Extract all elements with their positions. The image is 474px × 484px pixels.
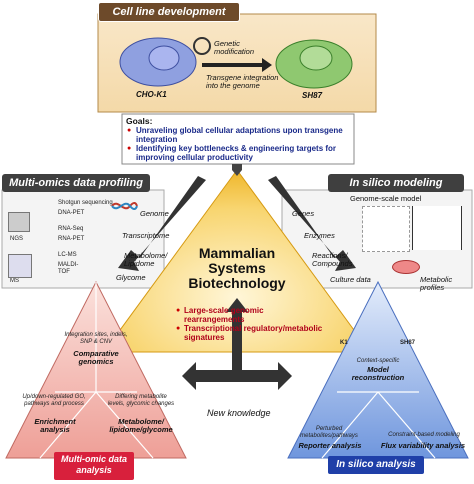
model-enzymes: Enzymes	[304, 231, 335, 240]
dna-helix-icon	[111, 202, 138, 210]
center-title-line: Mammalian	[198, 245, 276, 261]
center-bullets: Large-scale genomic rearrangements Trans…	[176, 306, 324, 342]
layer-transcriptome: Transcriptome	[122, 231, 170, 240]
enrichment-analysis-label: Enrichment analysis	[34, 417, 76, 434]
arrow-right-down	[268, 176, 356, 271]
sh87-small-label: SH87	[400, 340, 416, 346]
goals-title: Goals:	[126, 116, 153, 126]
layer-glycome: Glycome	[116, 273, 146, 282]
right-bottom-label-box	[328, 456, 424, 474]
right-left-note: Perturbed metabolites/pathways	[300, 426, 358, 439]
gsm-label: Genome-scale model	[350, 194, 422, 203]
omics-header: Multi-omics data profiling	[2, 174, 150, 192]
center-title-line: Biotechnology	[188, 275, 286, 291]
center-title: Mammalian Systems Biotechnology	[170, 246, 304, 291]
left-right-note: Differing metabolite levels, glycomic ch…	[107, 394, 175, 407]
method-rna-pet: RNA-PET	[58, 236, 85, 242]
metabolic-profiles-label: Metabolic profiles	[420, 275, 453, 292]
left-left-note: Up/down-regulated GO, pathways and proce…	[22, 394, 86, 407]
goal-item: Unraveling global cellular adaptations u…	[127, 126, 360, 144]
ngs-instrument	[8, 212, 30, 232]
cell-line-header: Cell line development	[98, 2, 240, 22]
ms-label: MS	[10, 278, 19, 284]
method-dna-pet: DNA-PET	[58, 210, 85, 216]
layer-metabolome: Metabolome/ Lipidome	[124, 251, 168, 268]
integration-label: Transgene integration into the genome	[206, 73, 279, 90]
method-maldi: MALDI-TOF	[58, 262, 79, 275]
center-title-line: Systems	[208, 260, 266, 276]
flux-variability-label: Flux variability analysis	[380, 441, 466, 450]
multi-omic-analysis-label: Multi-omic data analysis	[60, 454, 127, 475]
method-lc-ms: LC-MS	[58, 252, 77, 258]
new-knowledge-label: New knowledge	[205, 408, 273, 418]
method-rna-seq: RNA-Seq	[58, 226, 84, 232]
arrow-left-down	[118, 176, 206, 271]
reporter-analysis-label: Reporter analysis	[298, 441, 362, 450]
right-top-note: Context-specific	[356, 358, 400, 364]
center-bullet: Large-scale genomic rearrangements	[176, 306, 324, 324]
goal-item: Identifying key bottlenecks & engineerin…	[127, 144, 360, 162]
k1-label: K1	[340, 340, 348, 346]
sh87-label: SH87	[302, 91, 323, 100]
cho-k1-label: CHO-K1	[136, 90, 167, 99]
ngs-label: NGS	[10, 236, 24, 242]
culture-dish	[392, 260, 420, 274]
modification-label: Genetic modification	[214, 39, 255, 56]
metabolome-label: Metabolome/ lipidome/glycome	[109, 417, 173, 434]
model-reactions: Reactions/ Compounds	[312, 251, 353, 268]
comparative-genomics-label: Comparative genomics	[73, 349, 119, 366]
network-diagram	[362, 206, 410, 252]
model-reconstruction-label: Model reconstruction	[351, 365, 405, 382]
method-shotgun: Shotgun sequencing	[58, 200, 113, 206]
in-silico-analysis-label: In silico analysis	[336, 459, 416, 470]
new-knowledge-arrows	[182, 298, 292, 390]
left-bottom-label-box	[54, 452, 134, 480]
right-right-note: Constraint-based modeling	[388, 432, 460, 438]
left-top-note: Integration sites, indels, SNP & CNV	[64, 332, 128, 345]
stoichiometric-matrix	[412, 206, 462, 250]
goals-list: Unraveling global cellular adaptations u…	[126, 126, 360, 162]
model-genes: Genes	[292, 209, 315, 218]
center-bullet: Transcriptional regulatory/metabolic sig…	[176, 324, 324, 342]
modeling-header: In silico modeling	[328, 174, 464, 192]
layer-genome: Genome	[140, 209, 169, 218]
ms-instrument	[8, 254, 32, 278]
model-culture: Culture data	[330, 275, 371, 284]
